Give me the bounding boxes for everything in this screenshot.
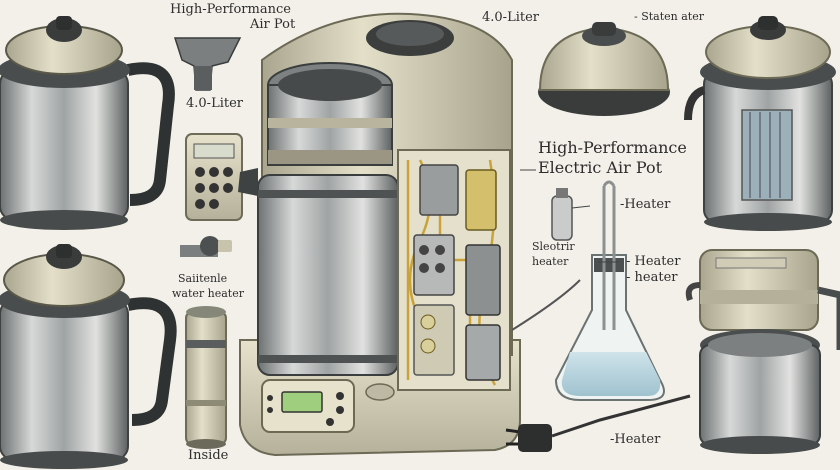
title-top-sub-label: Air Pot <box>250 17 296 32</box>
heater-label-3: - heater <box>626 270 678 285</box>
cylinder-icon <box>185 306 227 449</box>
title-top-label: High-Performance <box>170 2 291 17</box>
flask-icon <box>554 180 665 401</box>
stainless-top-label: - Staten ater <box>634 10 704 23</box>
title-main-line2: Electric Air Pot <box>538 158 663 177</box>
kettle-icon <box>685 249 840 454</box>
title-main-line1: High-Performance <box>538 138 687 157</box>
kettle-icon <box>0 244 177 469</box>
heater-label-1: -Heater <box>620 197 671 212</box>
heater-bottom-label: -Heater <box>610 432 661 447</box>
capacity-top-label: 4.0-Liter <box>482 10 539 25</box>
valve-icon <box>180 236 232 257</box>
control-panel-icon <box>185 133 243 221</box>
capacity-left-label: 4.0-Liter <box>186 96 243 111</box>
stainless-heater-label-2: water heater <box>172 287 244 300</box>
heater-label-2: - Heater <box>626 254 681 269</box>
funnel-icon <box>173 37 242 91</box>
kettle-icon <box>0 16 175 230</box>
electric-heater-label-2: heater <box>532 255 569 268</box>
electric-heater-label-1: Sleotrir <box>532 240 575 253</box>
kettle-icon <box>684 16 836 231</box>
plug-icon <box>505 394 691 452</box>
heating-element-icon <box>551 188 573 241</box>
inside-label: Inside <box>188 448 229 463</box>
stainless-heater-label-1: Saiitenle <box>178 272 228 285</box>
lid-icon <box>538 22 670 116</box>
main-air-pot <box>238 12 581 457</box>
